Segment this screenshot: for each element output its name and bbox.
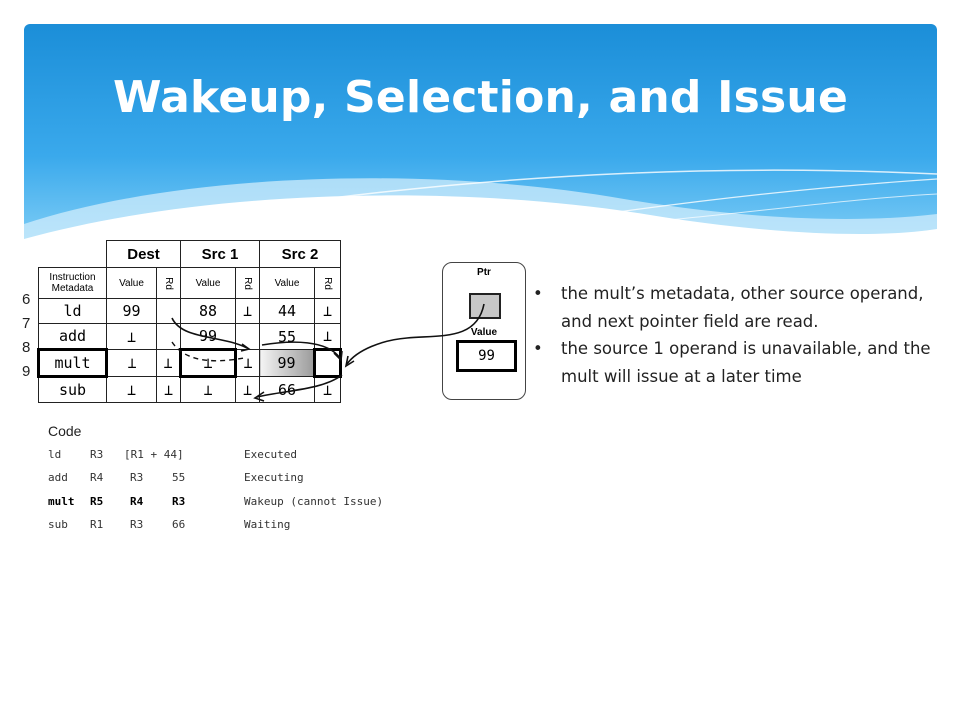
table-cell [156,323,181,350]
code-line: ld R3 [R1 + 44] Executed [48,448,468,471]
code-status: Waiting [244,517,291,531]
table-cell: ⊥ [106,376,157,403]
code-operand: 66 [172,517,186,531]
header-banner [24,24,937,264]
code-listing: ld R3 [R1 + 44] Executed add R4 R3 55 Ex… [48,448,468,541]
table-cell: ⊥ [235,298,260,324]
code-heading: Code [48,423,82,439]
rd-label: Rd [241,276,253,290]
table-cell: ⊥ [314,323,341,350]
group-header-dest: Dest [106,240,181,268]
code-line: sub R1 R3 66 Waiting [48,518,468,541]
table-cell: ⊥ [156,376,181,403]
table-cell: ⊥ [235,349,260,377]
table-cell: ⊥ [106,323,157,350]
table-cell: ⊥ [314,298,341,324]
page-title: Wakeup, Selection, and Issue [112,72,849,123]
code-status: Wakeup (cannot Issue) [244,494,384,508]
sub-header-value: Value [180,267,236,299]
table-cell [156,298,181,324]
value-label: Value [470,327,498,338]
issue-queue-table: Dest Src 1 Src 2 Instruction Metadata Va… [37,240,342,403]
table-cell: ⊥ [314,376,341,403]
table-cell: ⊥ [106,349,157,377]
table-row: ld 99 88 ⊥ 44 ⊥ [38,298,341,324]
sub-header-rd: Rd [156,267,181,299]
row-number: 7 [22,315,31,332]
table-cell: ⊥ [180,376,236,403]
code-operand: R3 [90,448,104,461]
table-row: add ⊥ 99 55 ⊥ [38,323,341,350]
row-number: 8 [22,339,31,356]
code-status: Executing [244,471,304,485]
code-op: ld [48,448,62,461]
bullet-text: the mult’s metadata, other source operan… [561,284,924,331]
code-line: add R4 R3 55 Executing [48,471,468,494]
sub-header-value: Value [106,267,157,299]
row-number: 9 [22,363,31,380]
code-operand: R3 [130,517,144,531]
code-operand: R1 [90,517,104,531]
table-cell: 44 [259,298,315,324]
table-cell: ⊥ [235,376,260,403]
group-header-src2: Src 2 [259,240,341,268]
code-operand: R3 [172,494,186,508]
code-status: Executed [244,448,297,461]
sub-header-rd: Rd [235,267,260,299]
table-cell: add [38,323,107,350]
rd-label: Rd [162,276,174,290]
bullet-icon: • [533,339,543,358]
value-cell: 99 [456,340,517,372]
table-cell: 55 [259,323,315,350]
code-op: sub [48,517,68,531]
code-operand: 55 [172,471,186,485]
table-cell-shaded: 99 [259,349,315,377]
bullet-list: • the mult’s metadata, other source oper… [533,280,933,390]
code-line-current: mult R5 R4 R3 Wakeup (cannot Issue) [48,495,468,518]
row-numbers: 6 7 8 9 [22,288,36,384]
table-row: sub ⊥ ⊥ ⊥ ⊥ 66 ⊥ [38,376,341,403]
pointer-box: Ptr Value 99 [442,262,526,400]
bullet-item: • the mult’s metadata, other source oper… [533,280,933,335]
arrow-head [344,355,355,368]
table-cell [235,323,260,350]
table-cell: 99 [106,298,157,324]
code-operand: R5 [90,494,104,508]
banner-wave-graphic [24,24,937,264]
sub-header-value: Value [259,267,315,299]
rd-label: Rd [321,276,333,290]
table-cell: ld [38,298,107,324]
table-cell: sub [38,376,107,403]
group-header-src1: Src 1 [180,240,260,268]
code-operand: R4 [130,494,144,508]
table-cell-highlighted: ⊥ [179,348,237,378]
table-cell: 88 [180,298,236,324]
table-row-selected: mult ⊥ ⊥ ⊥ ⊥ 99 [37,348,342,378]
table-cell: 66 [259,376,315,403]
bullet-item: • the source 1 operand is unavailable, a… [533,335,933,390]
row-number: 6 [22,291,31,308]
ptr-label: Ptr [477,267,491,278]
issue-queue-figure: 6 7 8 9 Dest Src 1 Src 2 Instruction Met… [22,240,532,550]
code-op: add [48,471,68,485]
table-corner [39,241,107,268]
code-operand: R4 [90,471,104,485]
code-operand: [R1 + 44] [124,448,184,461]
table-cell: 99 [180,323,236,350]
bullet-icon: • [533,284,543,303]
bullet-text: the source 1 operand is unavailable, and… [561,339,931,386]
sub-header-metadata: Instruction Metadata [38,267,107,299]
table-cell-highlighted: mult [37,348,108,378]
table-cell-highlighted [313,348,342,378]
code-op: mult [48,494,75,508]
sub-header-rd: Rd [314,267,341,299]
table-cell: ⊥ [156,349,181,377]
ptr-cell [469,293,501,319]
code-operand: R3 [130,471,144,485]
